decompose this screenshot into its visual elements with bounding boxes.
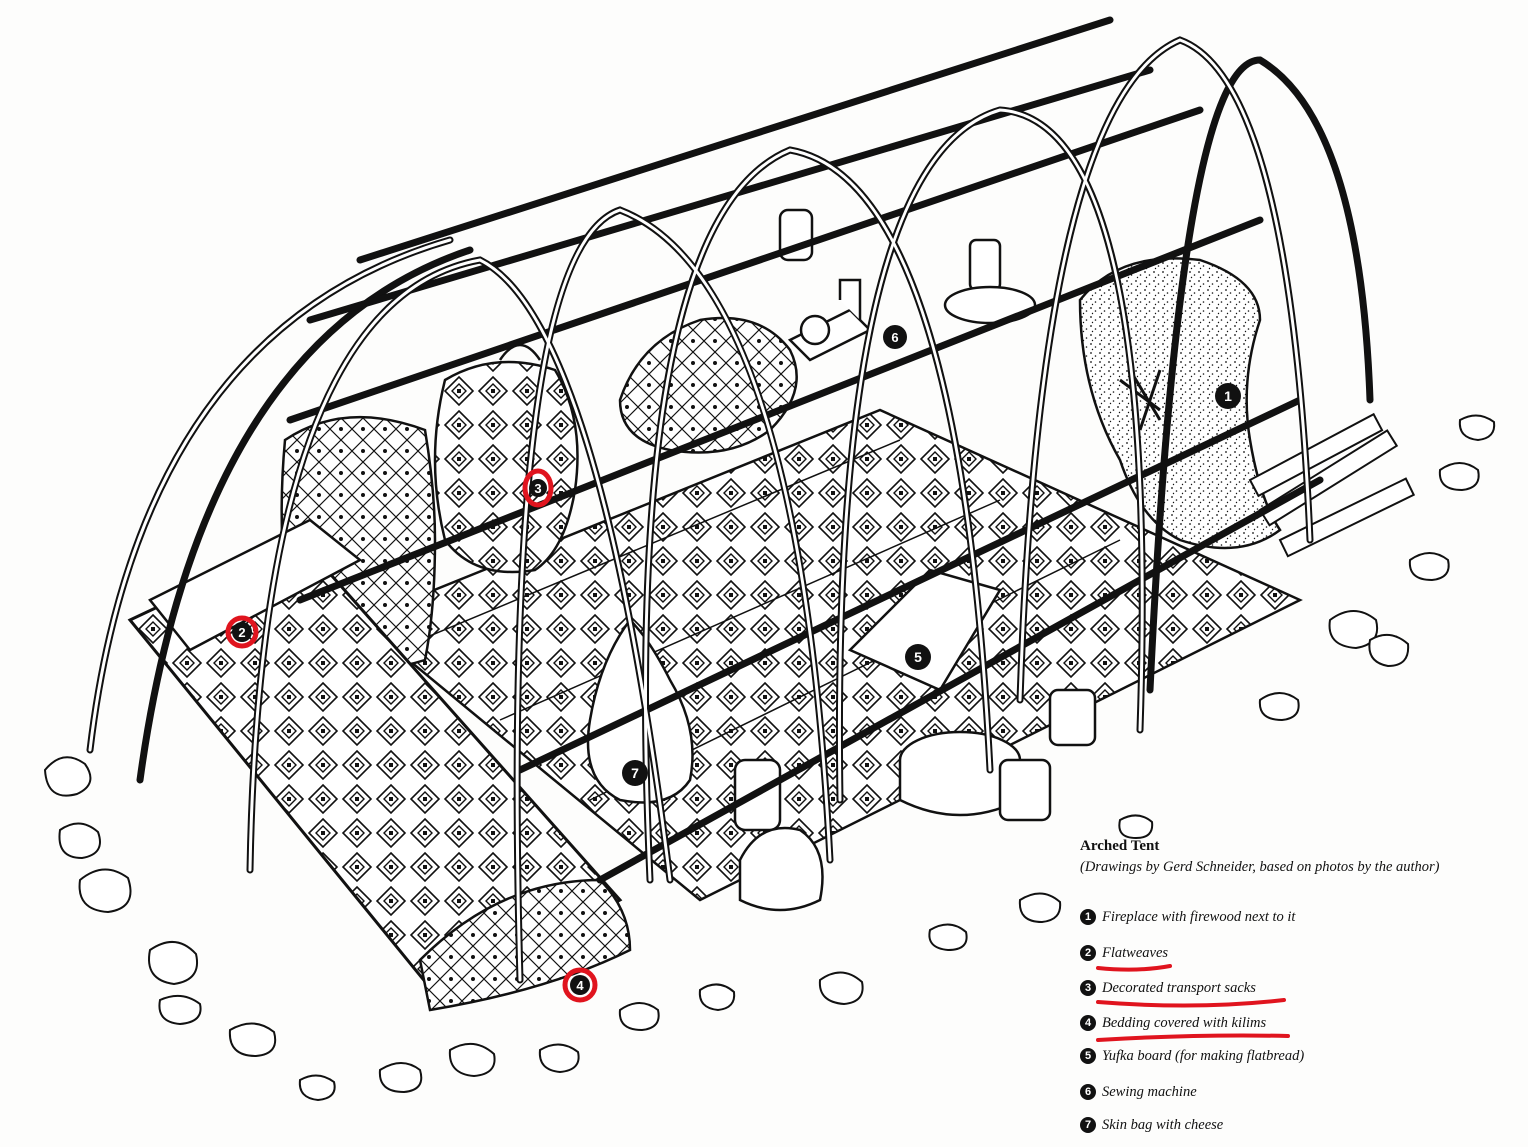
legend-label: Yufka board (for making flatbread) <box>1102 1047 1305 1064</box>
legend-item-7: 7 Skin bag with cheese <box>1080 1114 1223 1136</box>
legend-label: Flatweaves <box>1102 944 1169 961</box>
caption-title: Arched Tent <box>1080 838 1160 854</box>
legend-number: 1 <box>1080 909 1096 925</box>
legend-number: 2 <box>1080 945 1096 961</box>
legend-number: 3 <box>1080 980 1096 996</box>
caption-subtitle: (Drawings by Gerd Schneider, based on ph… <box>1080 859 1440 875</box>
legend-item-2: 2 Flatweaves <box>1080 942 1168 964</box>
legend-label: Decorated transport sacks <box>1102 979 1256 996</box>
svg-text:2: 2 <box>238 625 245 640</box>
legend-item-6: 6 Sewing machine <box>1080 1081 1197 1103</box>
legend-label: Fireplace with firewood next to it <box>1102 908 1296 925</box>
legend-number: 4 <box>1080 1015 1096 1031</box>
marker-3: 3 <box>522 468 554 508</box>
legend-item-3: 3 Decorated transport sacks <box>1080 977 1256 999</box>
marker-2: 2 <box>225 615 259 649</box>
legend-item-1: 1 Fireplace with firewood next to it <box>1080 906 1295 928</box>
marker-6: 6 <box>883 325 907 349</box>
ground-rocks <box>43 414 1496 1102</box>
tent-frame-inner <box>88 38 1312 982</box>
marker-7: 7 <box>622 760 648 786</box>
svg-text:6: 6 <box>891 330 898 345</box>
legend-label: Sewing machine <box>1102 1083 1197 1100</box>
cooking-vessels <box>733 208 1097 912</box>
svg-text:4: 4 <box>576 978 584 993</box>
yufka-board <box>847 568 1002 692</box>
fireplace <box>1078 257 1416 558</box>
highlight-underlines <box>1096 964 1290 1042</box>
svg-text:7: 7 <box>631 765 639 781</box>
svg-text:3: 3 <box>534 481 541 496</box>
marker-5: 5 <box>905 644 931 670</box>
legend-number: 7 <box>1080 1117 1096 1133</box>
marker-1: 1 <box>1215 383 1241 409</box>
svg-text:1: 1 <box>1224 388 1232 404</box>
legend-number: 6 <box>1080 1084 1096 1100</box>
legend-label: Skin bag with cheese <box>1102 1116 1224 1133</box>
svg-text:5: 5 <box>914 649 922 665</box>
legend-number: 5 <box>1080 1048 1096 1064</box>
legend-item-4: 4 Bedding covered with kilims <box>1080 1012 1266 1034</box>
legend-item-5: 5 Yufka board (for making flatbread) <box>1080 1045 1304 1067</box>
sewing-machine <box>787 278 873 362</box>
legend-label: Bedding covered with kilims <box>1102 1014 1267 1031</box>
marker-4: 4 <box>562 967 598 1003</box>
bedding-stack <box>127 518 632 1012</box>
